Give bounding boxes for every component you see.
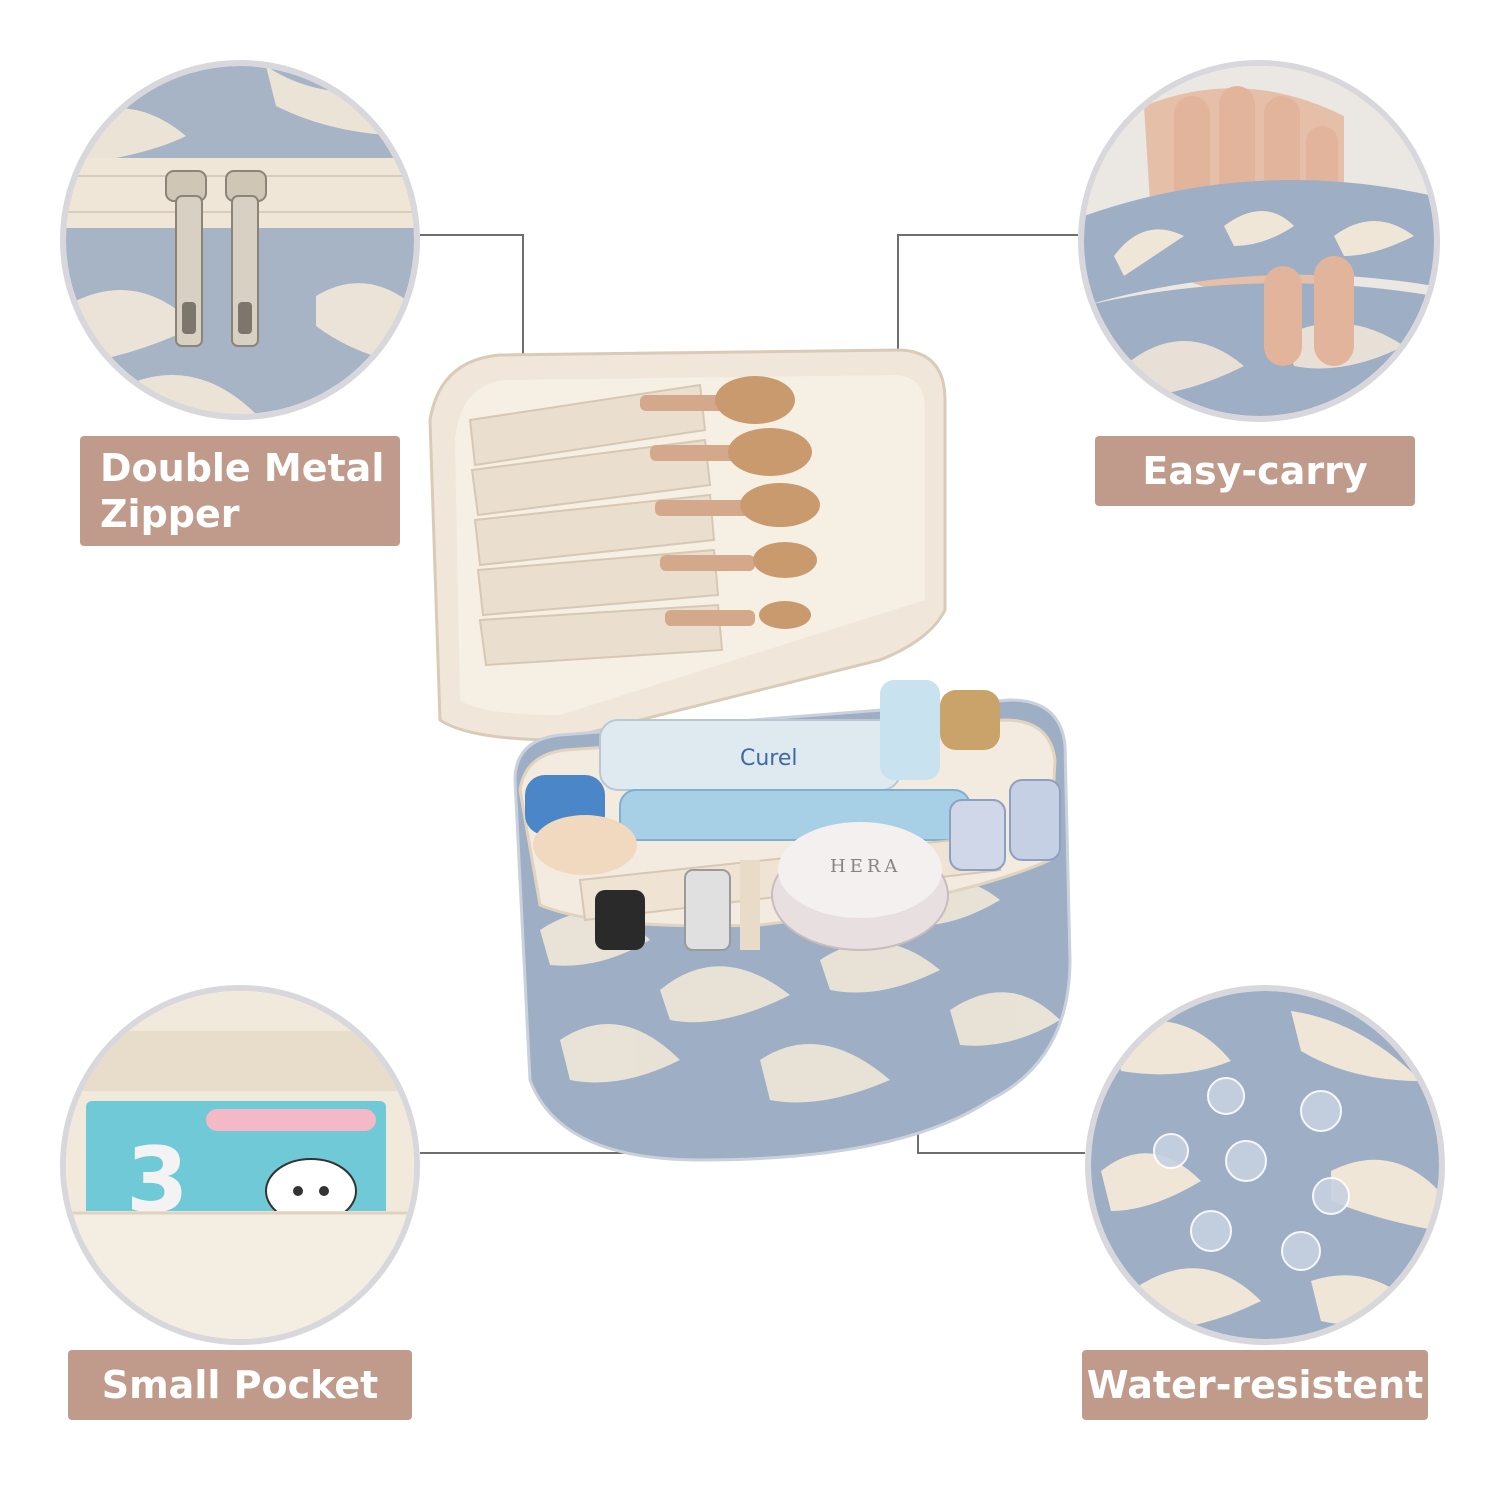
water-detail-photo xyxy=(1085,985,1445,1345)
small-pocket-label-text: Small Pocket xyxy=(101,1363,379,1407)
handle-detail-illustration xyxy=(1084,66,1434,416)
hera-jar: HERA xyxy=(771,822,949,951)
easy-carry-label: Easy-carry xyxy=(1095,436,1415,506)
pocket-detail-photo: 3 xyxy=(60,985,420,1345)
easy-carry-label-text: Easy-carry xyxy=(1142,449,1368,493)
brush-sleeves xyxy=(468,383,724,667)
water-resistent-label-text: Water-resistent xyxy=(1086,1363,1424,1407)
double-metal-zipper-label-line2: Zipper xyxy=(100,492,240,536)
front-bottles xyxy=(595,779,1061,951)
handle-detail-photo xyxy=(1078,60,1440,422)
zipper-detail-photo xyxy=(60,60,420,420)
zipper-detail-illustration xyxy=(66,66,414,414)
zipper-pull-right xyxy=(225,170,267,347)
zipper-pull-left xyxy=(165,170,207,347)
water-resistent-label: Water-resistent xyxy=(1082,1350,1428,1420)
makeup-brushes xyxy=(640,376,820,629)
double-metal-zipper-label: Double Metal Zipper xyxy=(80,436,400,546)
small-pocket-label: Small Pocket xyxy=(68,1350,412,1420)
pocket-detail-illustration: 3 xyxy=(66,991,414,1339)
water-detail-illustration xyxy=(1091,991,1439,1339)
water-droplets xyxy=(1153,1077,1350,1271)
double-metal-zipper-label-line1: Double Metal xyxy=(100,446,385,490)
bottle-label: Curel xyxy=(740,746,798,771)
jar-label: HERA xyxy=(830,856,901,877)
